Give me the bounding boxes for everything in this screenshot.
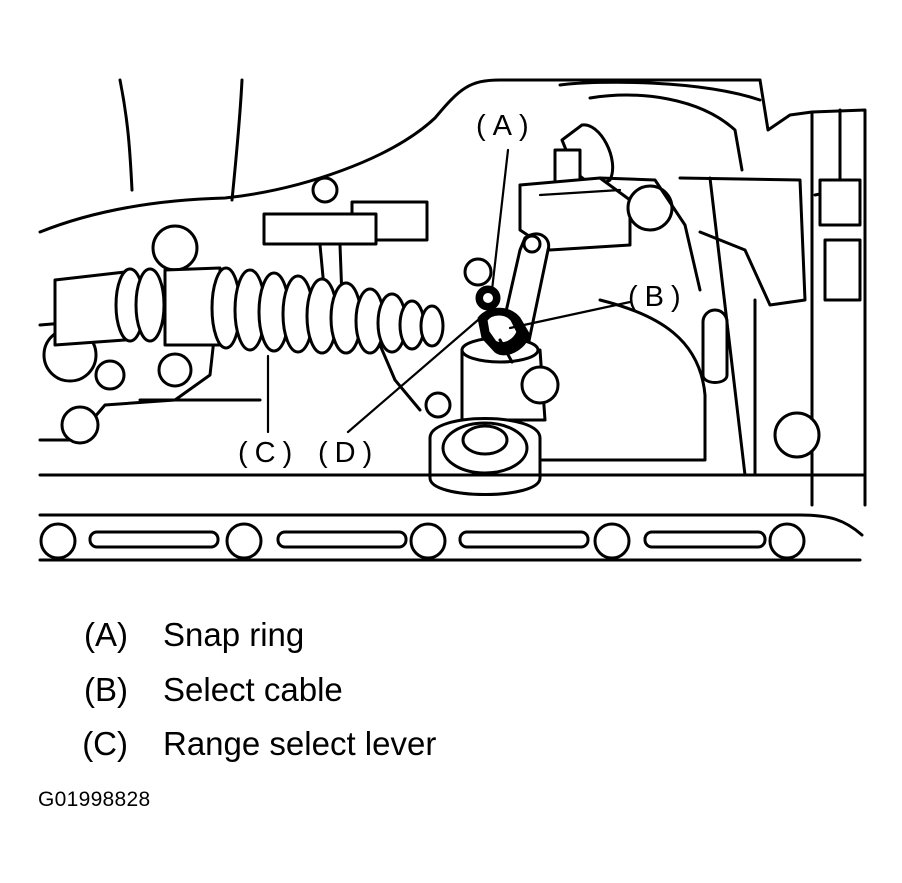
callout-leaders — [266, 148, 632, 434]
legend-key: (C) — [82, 725, 128, 762]
transmission-diagram: (A) (B) (C) (D) — [38, 78, 867, 562]
valve-body-plate — [533, 108, 862, 477]
hose-fitting — [518, 123, 702, 292]
snap-ring — [475, 285, 531, 364]
legend-key: (B) — [84, 671, 128, 708]
cable-boot — [53, 266, 445, 412]
figure-id: G01998828 — [38, 788, 151, 811]
legend-item-b: (B) Select cable — [0, 670, 600, 710]
legend-key: (A) — [84, 616, 128, 653]
callout-c: (C) — [238, 437, 299, 469]
callout-b: (B) — [628, 281, 688, 313]
legend-item-a: (A) Snap ring — [0, 615, 600, 655]
range-select-lever — [424, 232, 560, 496]
legend-description: Select cable — [163, 671, 343, 708]
oil-pan-flange — [38, 473, 867, 562]
cover-plates — [262, 176, 429, 300]
legend-description: Range select lever — [163, 725, 437, 762]
callout-d: (D) — [318, 437, 379, 469]
legend-description: Snap ring — [163, 616, 305, 653]
callout-a: (A) — [476, 110, 536, 142]
legend-item-c: (C) Range select lever — [0, 724, 600, 764]
